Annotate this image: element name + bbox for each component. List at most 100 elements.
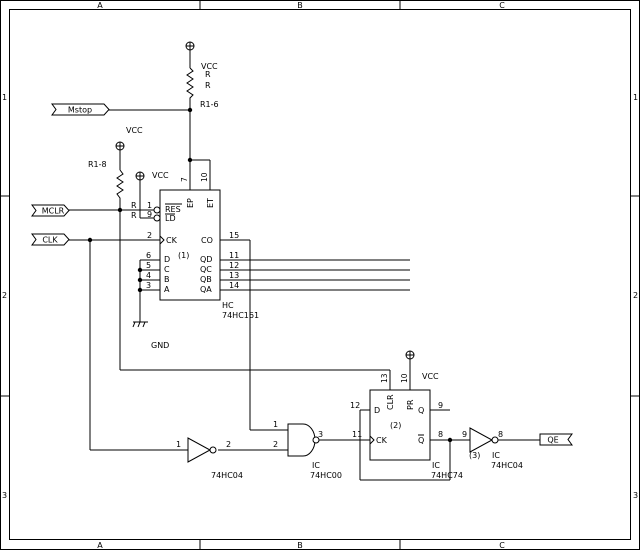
resistor-r18-name: R1-8 [88, 160, 107, 169]
port-mstop: Mstop [51, 103, 110, 116]
inverter1-part: 74HC04 [211, 471, 243, 480]
vcc-label-r18: VCC [126, 126, 143, 135]
counter-pin-d-num: 6 [146, 251, 151, 260]
flipflop-pin-d-name: D [374, 406, 380, 415]
frame-row-1-right: 1 [633, 93, 638, 102]
flipflop-pin-ck-num: 11 [352, 430, 362, 439]
nand-ref: IC [312, 461, 320, 470]
counter-pin-ck-name: CK [166, 236, 178, 245]
frame-row-2-left: 2 [2, 291, 7, 300]
vcc-label-top: VCC [201, 62, 218, 71]
counter-74hc161 [153, 185, 221, 301]
counter-pin-res-name: RES [165, 205, 181, 214]
inverter1-out-pin: 2 [226, 440, 231, 449]
frame-row-3-right: 3 [633, 491, 638, 500]
vcc-label-flipflop: VCC [422, 372, 439, 381]
flipflop-pin-qn-num: 8 [438, 430, 443, 439]
flipflop-pin-clr-name: CLR [386, 394, 395, 410]
nand-part: 74HC00 [310, 471, 342, 480]
counter-pin-ld-num: 9 [147, 210, 152, 219]
counter-pin-qc-name: QC [200, 265, 212, 274]
inverter1-in-pin: 1 [176, 440, 181, 449]
counter-pin-ld-name: LD [165, 214, 176, 223]
counter-ref-label: HC [222, 301, 234, 310]
resistor-r16-label-b: R [205, 81, 211, 90]
counter-pin-et-num: 10 [200, 172, 209, 182]
counter-pin-qd-num: 11 [229, 251, 239, 260]
resistor-r18 [116, 169, 124, 370]
flipflop-pin-pr-name: PR [406, 399, 415, 410]
counter-pin-co-num: 15 [229, 231, 239, 240]
inverter2-in-pin: 9 [462, 430, 467, 439]
frame-col-c-bottom: C [499, 541, 505, 550]
inverter2-out-pin: 8 [498, 430, 503, 439]
port-qe-label: QE [547, 436, 558, 445]
counter-ld-r-label: R [131, 211, 137, 220]
port-mclr: MCLR [31, 204, 70, 217]
resistor-r16-name: R1-6 [200, 100, 219, 109]
nand-pin2: 2 [273, 440, 278, 449]
inverter-1 [187, 437, 217, 463]
counter-pin-c-name: C [164, 265, 170, 274]
counter-pin-qd-name: QD [200, 255, 212, 264]
counter-pin-ep-num: 7 [180, 177, 189, 182]
counter-pin-et-name: ET [206, 198, 215, 208]
flipflop-pin-q-num: 9 [438, 401, 443, 410]
counter-pin-d-name: D [164, 255, 170, 264]
junction-dots [87, 107, 453, 443]
counter-pin-ep-name: EP [186, 198, 195, 208]
inverter2-unit: (3) [469, 451, 480, 460]
flipflop-pin-pr-num: 10 [400, 373, 409, 383]
vcc-symbol-flipflop [405, 350, 415, 360]
vcc-symbol-top [185, 41, 195, 68]
counter-pin-qa-name: QA [200, 285, 212, 294]
counter-pin-a-num: 3 [146, 281, 151, 290]
flipflop-unit-label: (2) [390, 421, 401, 430]
frame-col-a-bottom: A [97, 541, 103, 550]
counter-pin-res-num: 1 [147, 201, 152, 210]
port-mstop-label: Mstop [68, 106, 92, 115]
counter-pin-a-name: A [164, 285, 170, 294]
flipflop-pin-clr-num: 13 [380, 373, 389, 383]
frame-col-b-bottom: B [297, 541, 303, 550]
counter-pin-qc-num: 12 [229, 261, 239, 270]
counter-pin-b-name: B [164, 275, 170, 284]
counter-pin-ck-num: 2 [147, 231, 152, 240]
frame-col-b-top: B [297, 1, 303, 10]
counter-pin-co-name: CO [201, 236, 213, 245]
flipflop-pin-qn-name: Q [418, 436, 424, 445]
frame-row-3-left: 3 [2, 491, 7, 500]
counter-part-label: 74HC161 [222, 311, 259, 320]
resistor-r16-label-a: R [205, 70, 211, 79]
inverter2-part: 74HC04 [491, 461, 523, 470]
port-mclr-label: MCLR [42, 207, 65, 216]
nand-pin-out: 3 [318, 430, 323, 439]
flipflop-pin-d-num: 12 [350, 401, 360, 410]
counter-unit-label: (1) [178, 251, 189, 260]
vcc-label-counter: VCC [152, 171, 169, 180]
flipflop-ref: IC [432, 461, 440, 470]
vcc-symbol-counter [135, 171, 145, 181]
counter-pin-qa-num: 14 [229, 281, 239, 290]
counter-pin-c-num: 5 [146, 261, 151, 270]
nand-gate [287, 423, 320, 457]
gnd-symbol [132, 290, 148, 328]
frame-row-1-left: 1 [2, 93, 7, 102]
inverter-2 [469, 427, 499, 453]
flipflop-pin-ck-name: CK [376, 436, 388, 445]
flipflop-part: 74HC74 [431, 471, 463, 480]
inverter2-ref: IC [492, 451, 500, 460]
port-clk: CLK [31, 233, 70, 246]
gnd-label: GND [151, 341, 169, 350]
resistor-r16 [186, 67, 194, 110]
port-qe: QE [539, 433, 573, 446]
counter-pin-b-num: 4 [146, 271, 151, 280]
frame-col-c-top: C [499, 1, 505, 10]
port-clk-label: CLK [42, 236, 58, 245]
counter-pin-qb-num: 13 [229, 271, 239, 280]
frame-col-a-top: A [97, 1, 103, 10]
nand-pin1: 1 [273, 420, 278, 429]
vcc-symbol-resistor-r18 [115, 141, 125, 170]
